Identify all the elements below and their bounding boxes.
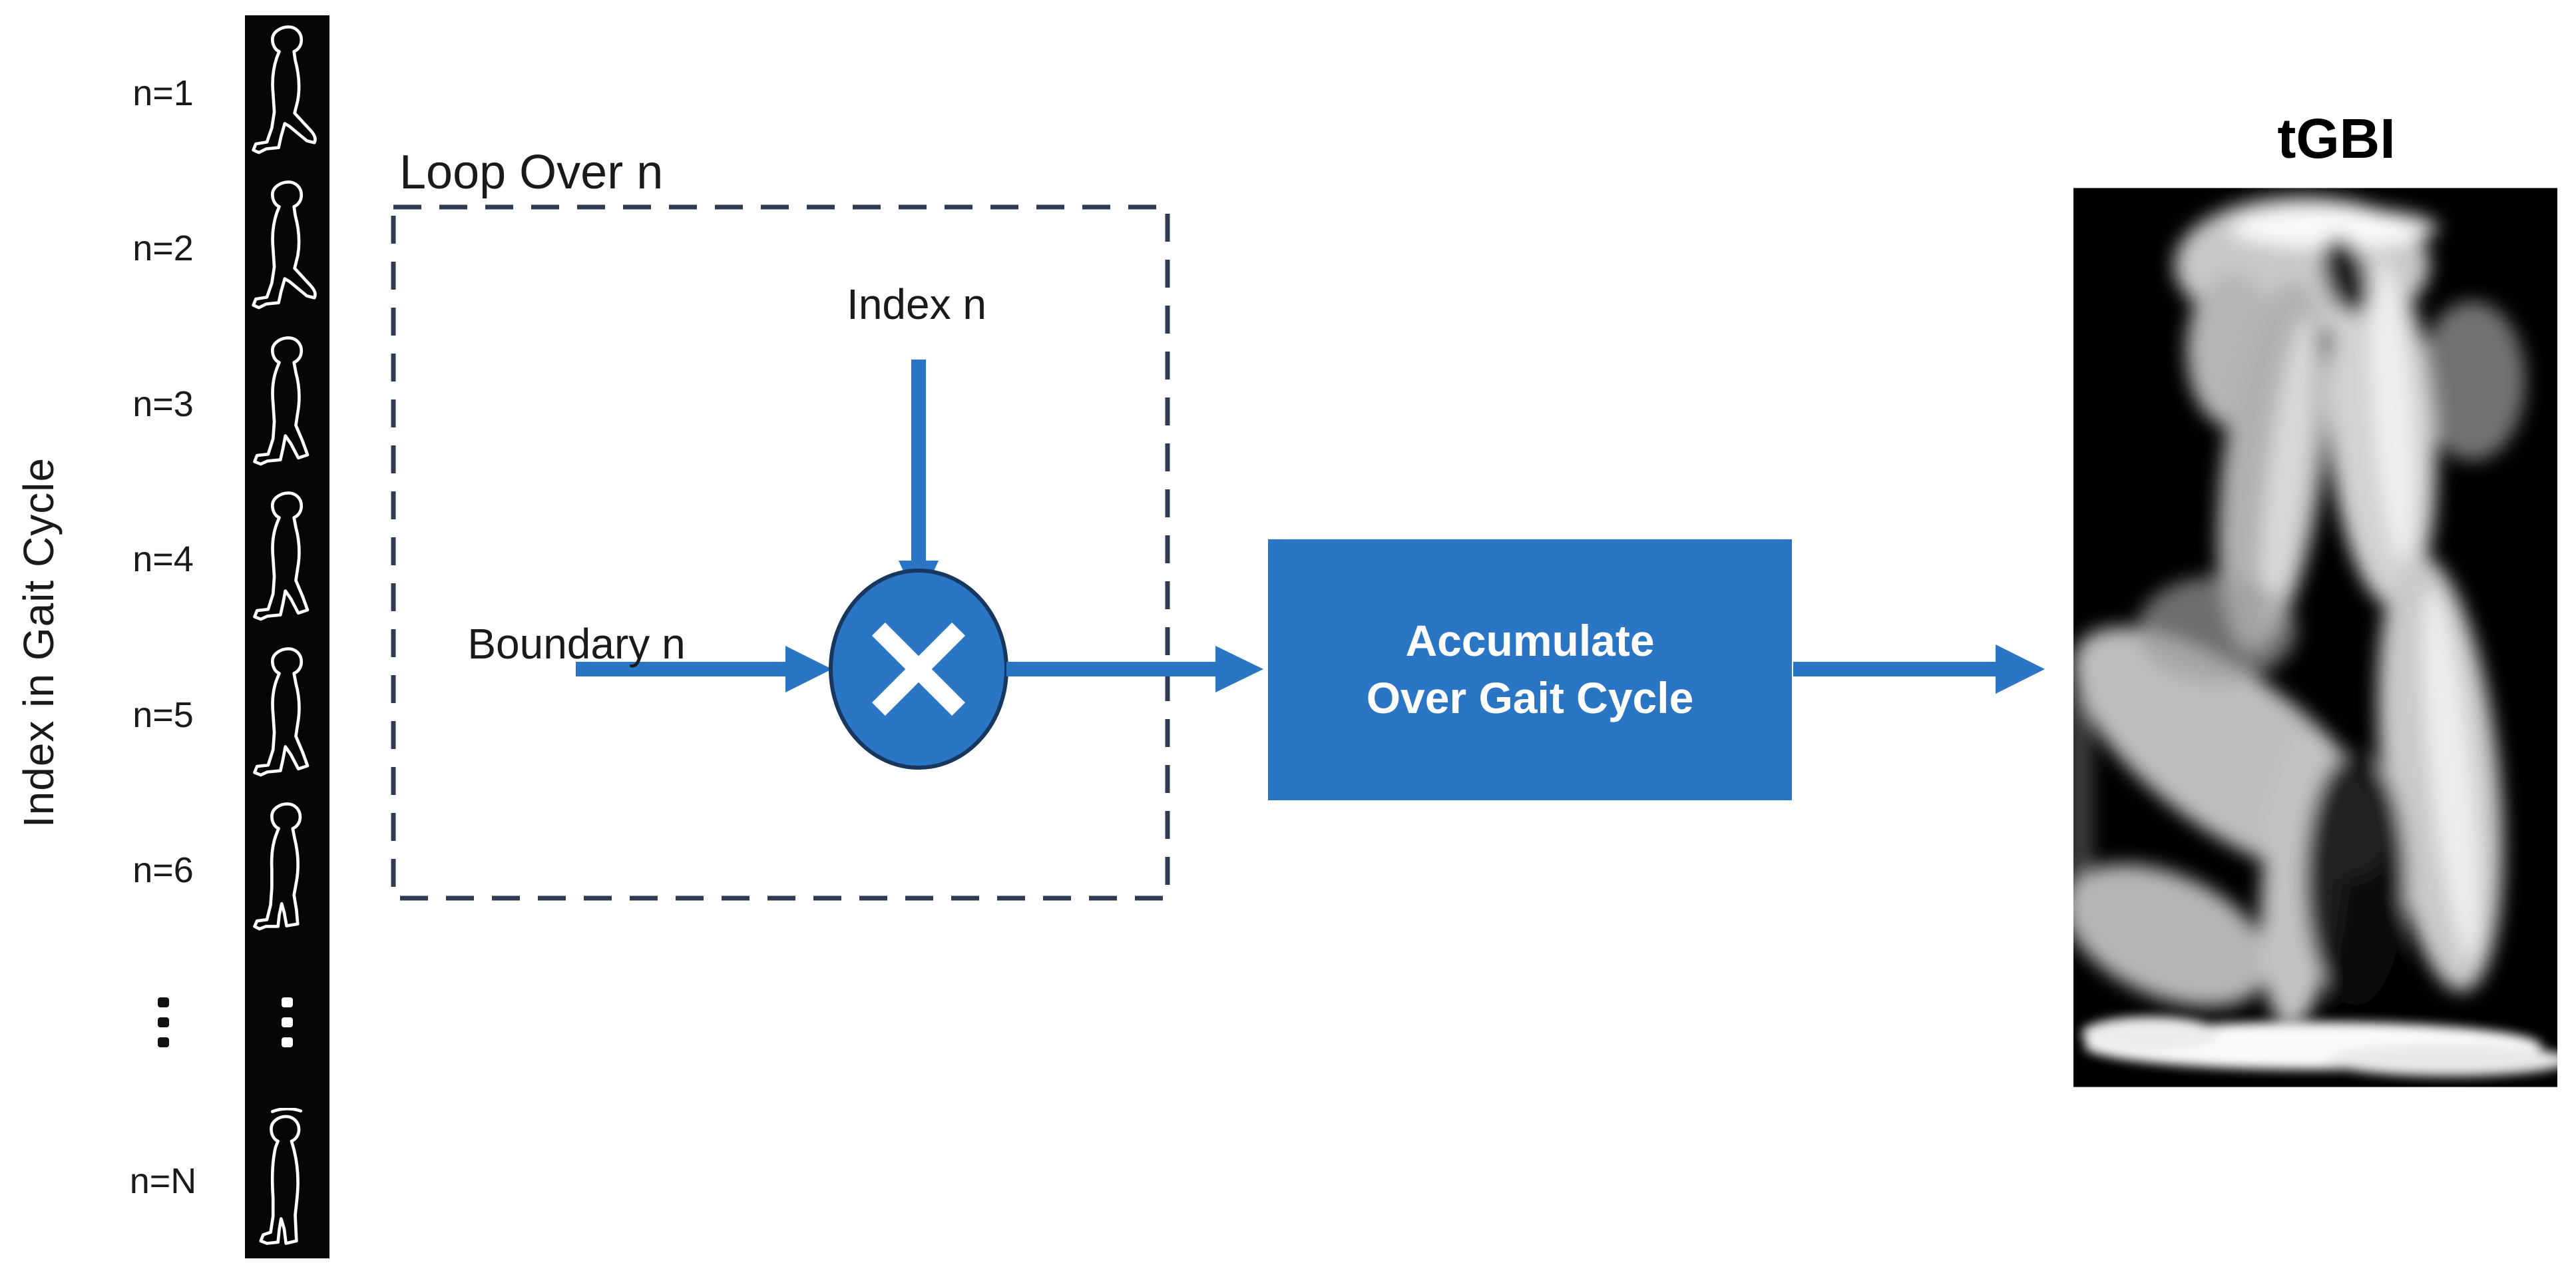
gait-frame-n4-silhouette-icon [250,488,324,636]
frame-label-n1: n=1 [132,73,194,113]
gait-cycle-axis-label: Index in Gait Cycle [15,457,63,828]
ellipsis-dot [158,1017,169,1027]
loop-box-title: Loop Over n [399,146,664,199]
index-input-label: Index n [847,280,986,328]
strip-vertical-ellipsis-icon [282,997,293,1047]
ellipsis-dot [282,997,293,1007]
to-accumulate-arrow [1006,646,1263,692]
ellipsis-dot [158,1037,169,1047]
accumulate-box: Accumulate Over Gait Cycle [1268,539,1792,800]
gait-frame-n2-silhouette-icon [250,177,324,325]
frame-label-n5: n=5 [132,694,194,735]
frame-label-nN: n=N [129,1160,197,1201]
frame-label-n4: n=4 [132,539,194,579]
index-n-arrow [899,360,939,605]
output-title: tGBI [2277,107,2396,170]
accumulate-box-line2: Over Gait Cycle [1366,673,1694,722]
accumulate-box-line1: Accumulate [1405,616,1655,666]
to-output-arrow [1793,644,2045,694]
frame-label-n3: n=3 [132,384,194,424]
ellipsis-dot [282,1037,293,1047]
gait-frame-n6-silhouette-icon [250,799,324,947]
gait-frame-n1-silhouette-icon [250,22,324,170]
gait-frame-n5-silhouette-icon [250,644,324,792]
ellipsis-dot [158,997,169,1007]
gait-frame-strip [245,15,329,1258]
boundary-input-label: Boundary n [467,620,686,668]
tgbi-image [2073,188,2557,1087]
gait-frame-n3-silhouette-icon [250,333,324,481]
ellipsis-dot [282,1017,293,1027]
frame-label-n2: n=2 [132,228,194,268]
loop-dashed-box [391,204,1170,901]
gait-frame-nN-silhouette-icon [250,1105,324,1258]
labels-vertical-ellipsis-icon [158,997,169,1047]
frame-label-n6: n=6 [132,850,194,890]
multiply-node [829,569,1008,770]
